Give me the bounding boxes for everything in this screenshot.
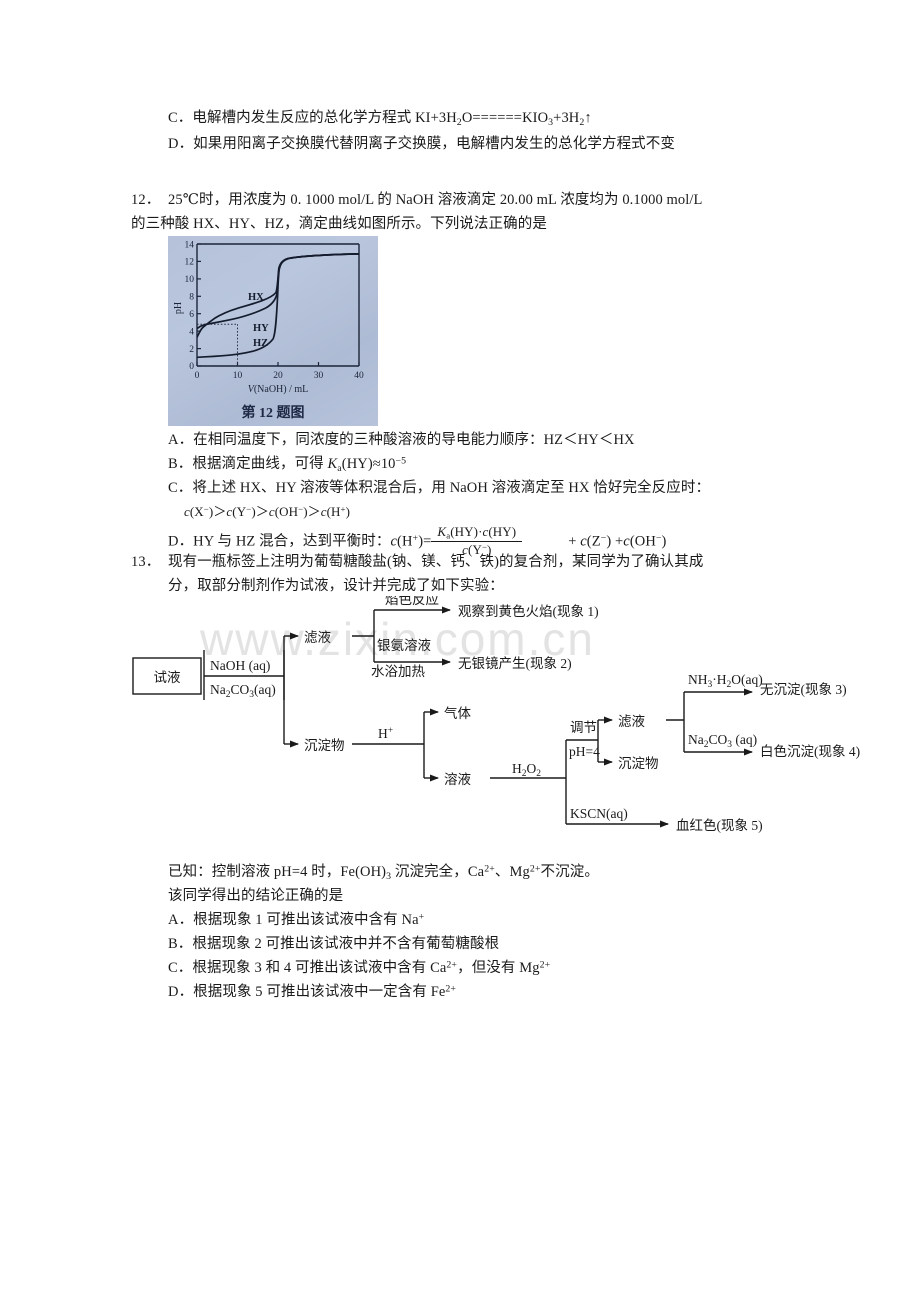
node-start: 试液 [154, 670, 181, 685]
svg-text:10: 10 [185, 275, 195, 285]
node-solution: 溶液 [444, 772, 471, 787]
q11-option-d: D．如果用阳离子交换膜代替阴离子交换膜，电解槽内发生的总化学方程式不变 [168, 136, 675, 152]
curve-hz [197, 253, 359, 359]
svg-text:6: 6 [189, 310, 194, 320]
titration-curve-figure: 0 2 4 6 8 10 12 14 0 10 20 30 40 pH V(Na… [168, 236, 378, 426]
svg-text:0: 0 [195, 371, 200, 381]
figure-caption: 第 12 题图 [241, 406, 305, 421]
q11-option-c: C．电解槽内发生反应的总化学方程式 KI+3H2O======KIO3+3H2↑ [168, 110, 592, 128]
q12-option-b: B．根据滴定曲线，可得 Ka(HY)≈10−5 [168, 455, 407, 474]
q13-stem-line2: 分，取部分制剂作为试液，设计并完成了如下实验： [168, 578, 504, 594]
q12-number: 12． [131, 192, 161, 208]
y-axis-label: pH [173, 302, 184, 314]
q12-option-c-line2: c(X−)＞c(Y−)＞c(OH−)＞c(H+) [184, 503, 351, 519]
q12-option-a: A．在相同温度下，同浓度的三种酸溶液的导电能力顺序：HZ＜HY＜HX [168, 432, 635, 448]
curve-label-hy: HY [253, 323, 269, 334]
curve-label-hz: HZ [253, 338, 268, 349]
titration-curve-chart: 0 2 4 6 8 10 12 14 0 10 20 30 40 pH V(Na… [173, 241, 364, 396]
svg-text:0: 0 [189, 362, 194, 372]
label-nh3-h2o: NH3·H2O(aq) [688, 672, 763, 690]
svg-text:40: 40 [354, 371, 364, 381]
label-ph: pH=4 [569, 744, 600, 759]
q13-option-a: A．根据现象 1 可推出该试液中含有 Na+ [168, 911, 425, 928]
q12-stem-line2: 的三种酸 HX、HY、HZ，滴定曲线如图所示。下列说法正确的是 [131, 216, 547, 232]
q13-option-d: D．根据现象 5 可推出该试液中一定含有 Fe2+ [168, 983, 457, 1000]
y-tick-labels: 0 2 4 6 8 10 12 14 [185, 241, 195, 373]
svg-text:14: 14 [185, 241, 195, 251]
node-precipitate: 沉淀物 [304, 738, 345, 753]
node-precipitate-2: 沉淀物 [618, 756, 659, 771]
q13-option-b: B．根据现象 2 可推出该试液中并不含有葡萄糖酸根 [168, 936, 500, 952]
q12-option-d: D．HY 与 HZ 混合，达到平衡时：c(H+)=Ka(HY)·c(HY)c(Y… [168, 524, 667, 558]
curve-label-hx: HX [248, 292, 264, 303]
label-kscn: KSCN(aq) [570, 806, 628, 821]
experiment-flowchart: 试液 NaOH (aq) Na2CO3(aq) 滤液 沉淀物 焰色反应 观察到黄… [128, 596, 908, 846]
result-blood-red: 血红色(现象 5) [676, 817, 763, 833]
label-water-bath: 水浴加热 [371, 664, 425, 679]
q13-ask: 该同学得出的结论正确的是 [168, 888, 344, 904]
q13-stem-line1: 现有一瓶标签上注明为葡萄糖酸盐(钠、镁、钙、铁)的复合剂，某同学为了确认其成 [168, 554, 704, 570]
svg-text:20: 20 [273, 371, 283, 381]
guide-lines [197, 323, 238, 366]
result-no-precipitate: 无沉淀(现象 3) [760, 682, 847, 697]
label-flame-test: 焰色反应 [385, 596, 439, 607]
label-na2co3-2: Na2CO3 (aq) [688, 732, 757, 750]
x-tick-labels: 0 10 20 30 40 [195, 371, 364, 381]
equilibrium-fraction: Ka(HY)·c(HY)c(Y−) [431, 524, 523, 558]
q13-given: 已知：控制溶液 pH=4 时，Fe(OH)3 沉淀完全，Ca2+、Mg2+不沉淀… [168, 863, 599, 882]
label-na2co3-1: Na2CO3(aq) [210, 682, 276, 700]
result-silver-mirror: 无银镜产生(现象 2) [458, 656, 572, 671]
start-box-border [132, 657, 202, 695]
svg-text:12: 12 [185, 258, 195, 268]
result-flame: 观察到黄色火焰(现象 1) [458, 603, 599, 619]
label-acid: H+ [378, 726, 393, 741]
result-white-precipitate: 白色沉淀(现象 4) [760, 743, 860, 759]
q13-number: 13． [131, 554, 161, 570]
label-naoh: NaOH (aq) [210, 658, 270, 673]
node-filtrate: 滤液 [304, 630, 331, 645]
svg-text:10: 10 [233, 371, 243, 381]
svg-text:30: 30 [314, 371, 324, 381]
q13-option-c: C．根据现象 3 和 4 可推出该试液中含有 Ca2+，但没有 Mg2+ [168, 959, 551, 976]
q12-stem-line1: 25℃时，用浓度为 0. 1000 mol/L 的 NaOH 溶液滴定 20.0… [168, 192, 703, 208]
label-h2o2: H2O2 [512, 761, 541, 779]
x-axis-label: V(NaOH) / mL [248, 384, 309, 395]
q12-option-c-line1: C．将上述 HX、HY 溶液等体积混合后，用 NaOH 溶液滴定至 HX 恰好完… [168, 480, 711, 496]
svg-text:4: 4 [189, 327, 194, 337]
node-gas: 气体 [444, 706, 471, 721]
label-silver-reagent: 银氨溶液 [377, 638, 431, 653]
label-adjust: 调节 [570, 720, 597, 735]
node-filtrate-2: 滤液 [618, 714, 646, 729]
svg-text:2: 2 [189, 345, 194, 355]
svg-text:8: 8 [189, 293, 194, 303]
curve-labels: HX HY HZ [248, 292, 269, 349]
